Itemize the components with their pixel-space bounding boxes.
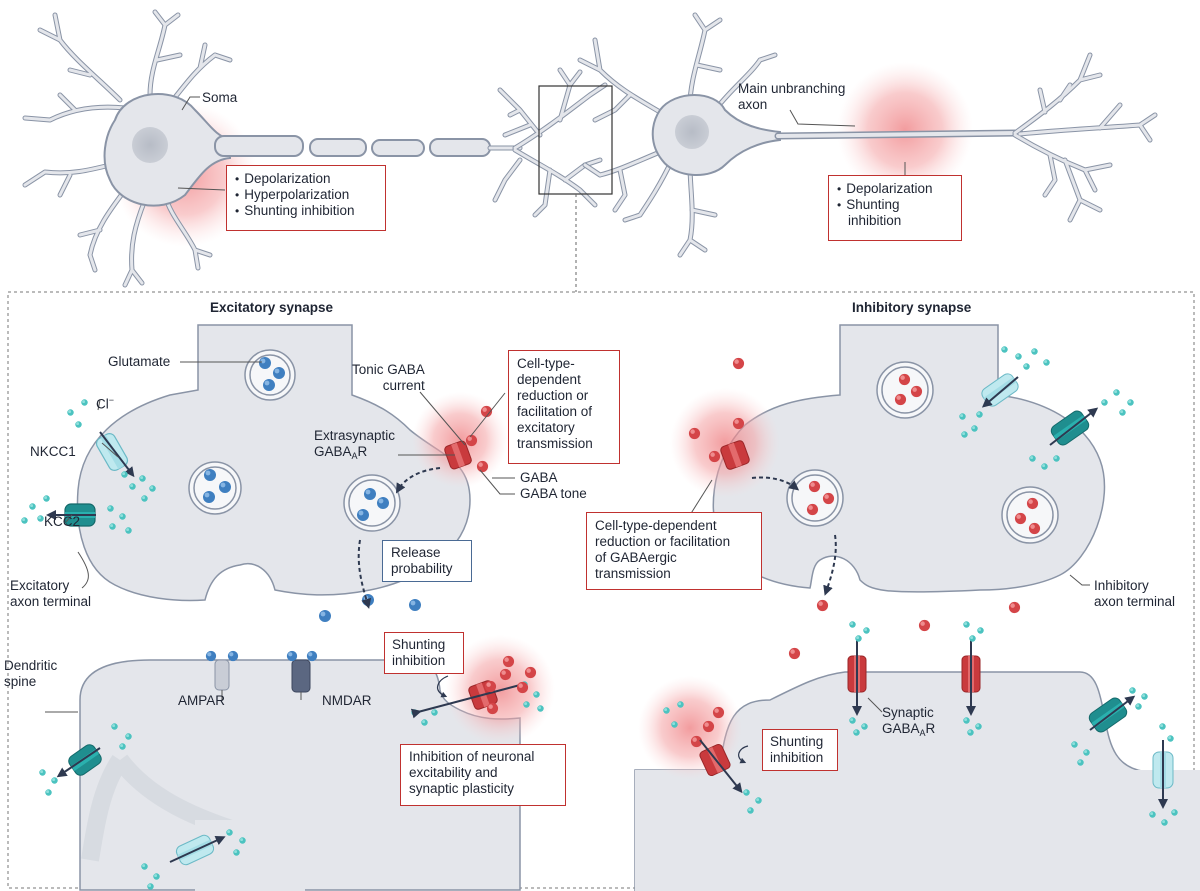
right-soma: [651, 94, 781, 177]
dendritic-spine-label: Dendritic spine: [4, 658, 58, 689]
bottom-panel-border: [7, 291, 1195, 889]
gaba-tone-label: GABA tone: [520, 486, 587, 501]
myelin-sheaths: [214, 135, 491, 157]
release-probability-box: Release probability: [382, 540, 472, 582]
exc-celltype-box: Cell-type- dependent reduction or facili…: [508, 350, 620, 464]
glow-right-axon: [837, 62, 973, 198]
effect-shunting: Shunting inhibition: [235, 203, 377, 219]
cl-label: Cl−: [96, 395, 115, 412]
inh-celltype-box: Cell-type-dependent reduction or facilit…: [586, 512, 762, 590]
glow-tonic: [412, 392, 508, 488]
effect-depolarization: Depolarization: [235, 171, 377, 187]
glutamate-label: Glutamate: [108, 354, 171, 369]
inh-vesicles: [786, 361, 1059, 544]
tonic-gaba-label: Tonic GABA current: [352, 362, 425, 393]
glow-inh-terminal: [670, 388, 780, 498]
exc-inhibition-box: Inhibition of neuronal excitability and …: [400, 744, 566, 806]
kcc2-label: KCC2: [44, 514, 81, 529]
gabaa-receptor-inh-extra: [720, 440, 750, 470]
inhibitory-terminal-label: Inhibitory axon terminal: [1094, 578, 1176, 609]
inh-shunting-box: Shunting inhibition: [762, 729, 838, 771]
soma-effects-box: Depolarization Hyperpolarization Shuntin…: [226, 165, 386, 231]
main-axon-label: Main unbranching axon: [738, 81, 846, 112]
gaba-label: GABA: [520, 470, 558, 485]
axon-effect-inhibition: inhibition: [848, 213, 902, 228]
axon-effect-shunting: Shunting: [837, 197, 953, 213]
effect-hyperpolarization: Hyperpolarization: [235, 187, 377, 203]
soma-label: Soma: [202, 90, 238, 105]
axon-effect-depolarization: Depolarization: [837, 181, 953, 197]
nmdar-label: NMDAR: [322, 693, 372, 708]
ampar-label: AMPAR: [178, 693, 226, 708]
exc-shunting-box: Shunting inhibition: [384, 632, 464, 674]
top-neurons: [22, 9, 1158, 288]
excitatory-terminal-label: Excitatory axon terminal: [10, 578, 92, 609]
extrasynaptic-label: Extrasynaptic GABAAR: [314, 428, 396, 461]
gabaa-receptor-exc-extra: [444, 440, 472, 470]
exc-vesicles: [188, 349, 401, 532]
excitatory-title: Excitatory synapse: [210, 300, 334, 315]
inhibitory-title: Inhibitory synapse: [852, 300, 972, 315]
synaptic-gabaar-label: Synaptic GABAAR: [882, 705, 936, 738]
axon-effects-box: Depolarization Shunting inhibition: [828, 175, 962, 241]
nkcc1-label: NKCC1: [30, 444, 76, 459]
